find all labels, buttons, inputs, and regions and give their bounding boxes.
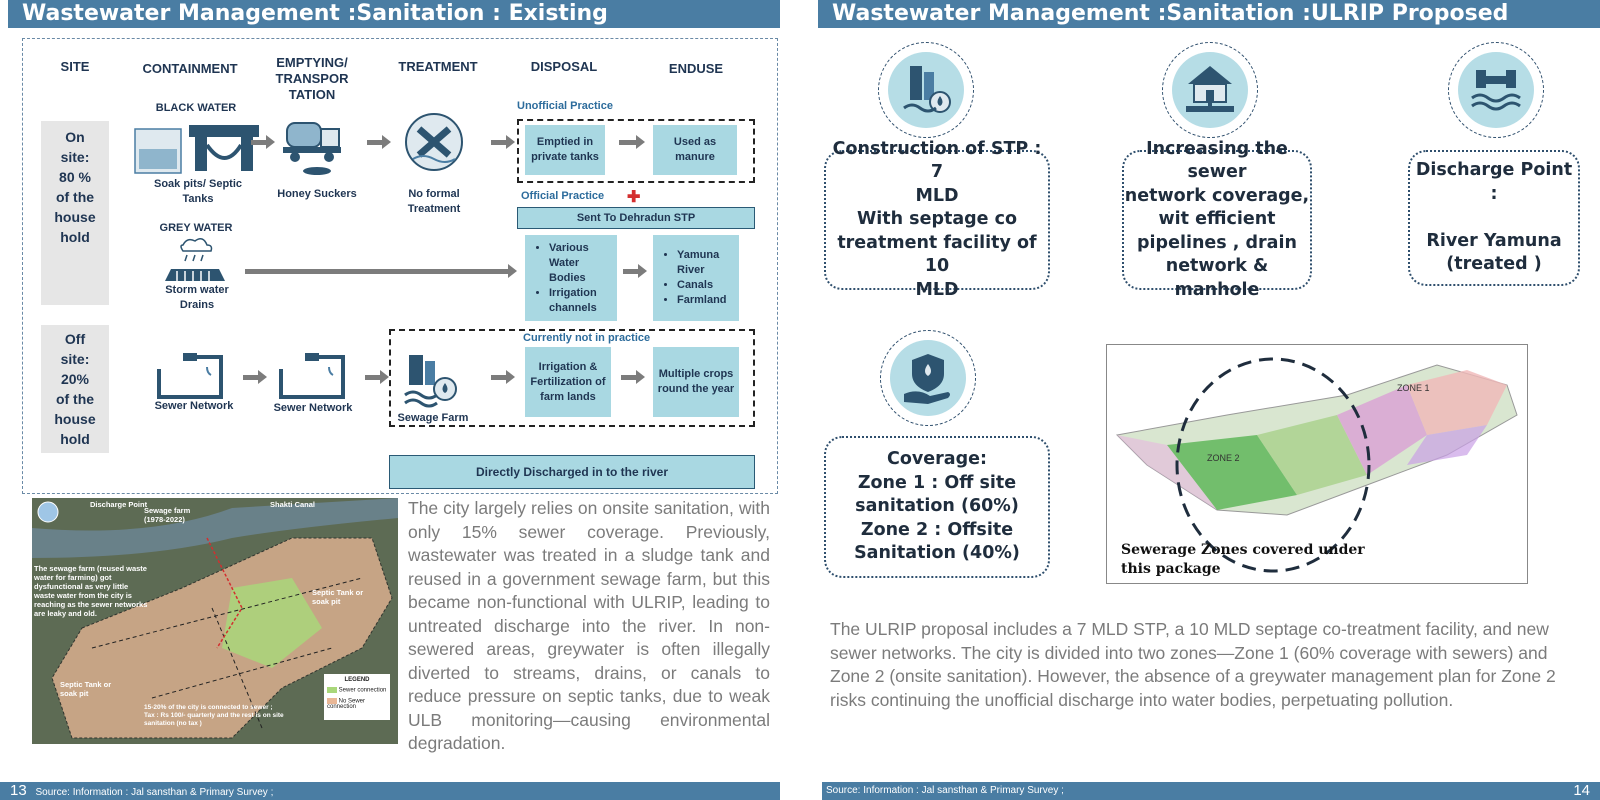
emptied-private-tanks: Emptied in private tanks [525, 125, 605, 175]
zone-2-label: ZONE 2 [1207, 453, 1240, 463]
storm-drains-label: Storm water Drains [165, 284, 229, 311]
black-water-label: BLACK WATER [155, 102, 237, 114]
map-caption: Sewerage Zones covered under this packag… [1121, 542, 1365, 577]
sewer-network-label-1: Sewer Network [154, 400, 234, 412]
discharge-point-text: Discharge Point : River Yamuna (treated … [1415, 160, 1573, 275]
proposed-paragraph: The ULRIP proposal includes a 7 MLD STP,… [830, 619, 1556, 710]
sewerage-zones-map: ZONE 1 ZONE 2 Sewerage Zones covered und… [1106, 344, 1528, 584]
flow-arrow [619, 135, 645, 149]
onsite-share: On site: 80 % of the house hold [41, 121, 109, 305]
sewage-farm-label: Sewage Farm [397, 412, 469, 424]
enduse-item: Yamuna River [677, 248, 739, 278]
plus-icon: ✚ [627, 189, 641, 206]
septic-tank-icon [134, 125, 259, 174]
flow-arrow [623, 264, 647, 278]
stp-construction-box: Construction of STP : 7 MLD With septage… [824, 139, 1050, 300]
stp-construction-text: Construction of STP : 7 MLD With septage… [832, 138, 1042, 300]
zone-1-label: ZONE 1 [1397, 383, 1430, 393]
sewer-network-text: Increasing the sewer network coverage, w… [1124, 138, 1310, 300]
soak-pits-label: Soak pits/ Septic Tanks [153, 178, 243, 205]
hand-shield-icon [904, 354, 950, 404]
sewer-network-box: Increasing the sewer network coverage, w… [1122, 139, 1312, 300]
column-emptying: EMPTYING/ TRANSPOR TATION [275, 55, 349, 102]
official-practice-label: Official Practice [521, 190, 605, 202]
storm-drain-icon [165, 238, 225, 281]
page-title-proposed: Wastewater Management :Sanitation :ULRIP… [818, 0, 1600, 28]
legend-label: No Sewer connection [327, 698, 366, 711]
truck-icon [283, 122, 341, 175]
footer-right: Source: Information : Jal sansthan & Pri… [822, 782, 1600, 800]
map-note-1: The sewage farm (reused waste water for … [34, 564, 148, 618]
sent-to-stp: Sent To Dehradun STP [517, 207, 755, 229]
sewage-farm-icon [404, 355, 457, 408]
various-water-bodies: Various Water BodiesIrrigation channels [525, 235, 617, 321]
offsite-share: Off site: 20% of the house hold [41, 325, 109, 453]
page-number: 14 [1573, 782, 1590, 799]
column-treatment: TREATMENT [398, 59, 478, 74]
sewer-network-label-2: Sewer Network [273, 402, 353, 414]
multiple-crops: Multiple crops round the year [653, 347, 739, 417]
existing-paragraph: The city largely relies on onsite sanita… [408, 498, 770, 753]
map-sewage-farm-label: Sewage farm (1978-2022) [144, 506, 191, 524]
zones-map-graphic [1115, 357, 1518, 573]
irrigation-fertilization: Irrigation & Fertilization of farm lands [525, 347, 611, 417]
yamuna-enduse: Yamuna RiverCanalsFarmland [653, 235, 739, 321]
column-containment: CONTAINMENT [142, 61, 238, 76]
stp-icon [903, 66, 951, 113]
legend-label: Sewer connection [338, 687, 387, 694]
sewer-network-icon [157, 353, 223, 399]
coverage-text: Coverage: Zone 1 : Off site sanitation (… [854, 449, 1020, 564]
discharge-icon-circle [1448, 42, 1544, 138]
house-pipe-icon [1186, 66, 1234, 112]
column-enduse: ENDUSE [668, 61, 724, 76]
flow-arrow [365, 370, 389, 384]
sewer-network-icon [279, 353, 345, 399]
map-discharge-label: Discharge Point [90, 500, 148, 509]
used-as-manure: Used as manure [653, 125, 737, 175]
no-treatment-icon [405, 113, 463, 171]
page-title-existing: Wastewater Management :Sanitation : Exis… [8, 0, 780, 28]
column-disposal: DISPOSAL [530, 59, 598, 74]
discharge-pipe-icon [1471, 70, 1521, 111]
legend-title: LEGEND [344, 677, 370, 683]
legend-item-no-sewer: No Sewer connection [327, 697, 387, 711]
not-in-practice-label: Currently not in practice [523, 332, 651, 344]
grey-water-label: GREY WATER [159, 222, 233, 234]
page-number: 13 [10, 782, 27, 799]
directly-discharged: Directly Discharged in to the river [389, 455, 755, 489]
flow-arrow-long [245, 264, 517, 278]
coverage-box: Coverage: Zone 1 : Off site sanitation (… [824, 436, 1050, 578]
not-in-practice-box [389, 329, 755, 427]
unofficial-practice-label: Unofficial Practice [517, 100, 613, 112]
discharge-point-box: Discharge Point : River Yamuna (treated … [1408, 150, 1580, 286]
legend-item-sewer: Sewer connection [327, 687, 387, 694]
source-note: Source: Information : Jal sansthan & Pri… [35, 787, 274, 798]
map-septic-left: Septic Tank or soak pit [60, 680, 112, 698]
column-site: SITE [60, 59, 90, 74]
enduse-item: Canals [677, 278, 739, 293]
disposal-item: Various Water Bodies [549, 241, 617, 286]
existing-sanitation-map: Discharge Point Sewage farm (1978-2022) … [32, 498, 398, 744]
no-formal-treatment-label: No formal Treatment [407, 188, 461, 215]
flow-arrow [491, 370, 515, 384]
disposal-item: Irrigation channels [549, 286, 617, 316]
map-legend: LEGEND Sewer connection No Sewer connect… [324, 674, 390, 720]
flow-arrow [251, 135, 275, 149]
coverage-icon-circle [880, 330, 976, 426]
flow-arrow [367, 135, 391, 149]
stp-icon-circle [878, 42, 974, 138]
map-note-2: 15-20% of the city is connected to sewer… [144, 704, 284, 727]
flow-arrow [621, 370, 645, 384]
sanitation-flow-diagram: SITE CONTAINMENT EMPTYING/ TRANSPOR TATI… [22, 38, 778, 494]
flow-arrow [243, 370, 267, 384]
honey-suckers-label: Honey Suckers [277, 188, 357, 200]
unofficial-practice-box [517, 119, 755, 183]
flow-arrow [491, 135, 515, 149]
sewer-house-icon-circle [1162, 42, 1258, 138]
map-canal-label: Shakti Canal [270, 500, 316, 509]
enduse-item: Farmland [677, 293, 739, 308]
source-note: Source: Information : Jal sansthan & Pri… [826, 785, 1064, 796]
footer-left: 13 Source: Information : Jal sansthan & … [0, 782, 780, 800]
map-septic-right: Septic Tank or soak pit [312, 588, 364, 606]
